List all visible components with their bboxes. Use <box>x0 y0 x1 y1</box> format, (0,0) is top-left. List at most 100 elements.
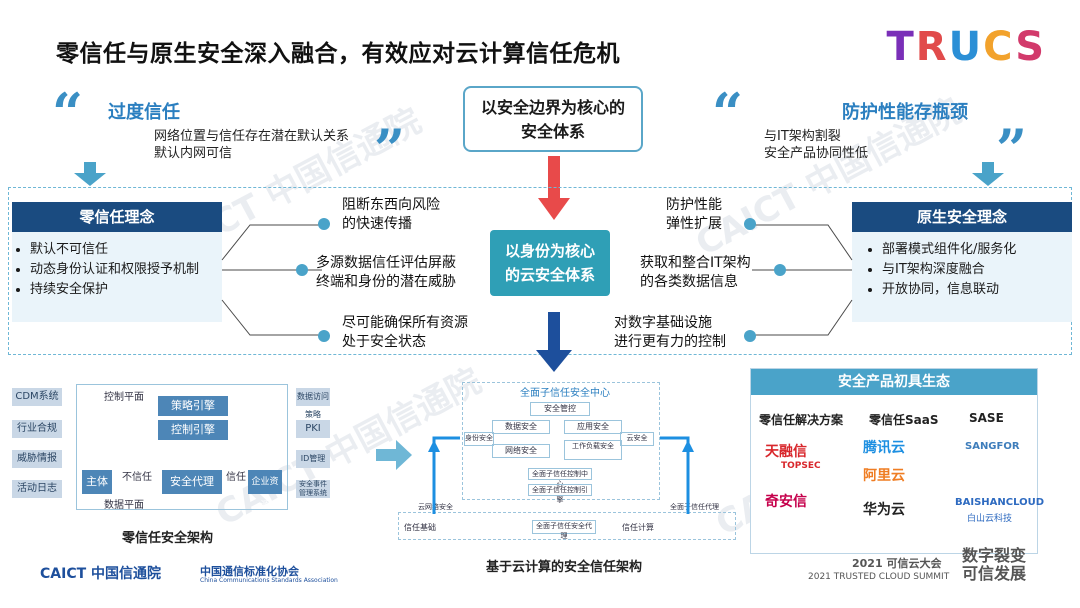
native-security-bullets: 部署模式组件化/服务化 与IT架构深度融合 开放协同，信息联动 <box>852 232 1072 300</box>
down-arrow-icon <box>74 162 106 186</box>
bullet-item: 部署模式组件化/服务化 <box>882 240 1072 260</box>
zt-right-input: 数据访问策略 <box>296 388 330 419</box>
open-quote-icon: “ <box>712 81 744 145</box>
zero-trust-concept-header: 零信任理念 <box>12 202 222 232</box>
event-cn: 2021 可信云大会 <box>852 557 942 570</box>
cloud-arch-arrows <box>428 436 694 514</box>
left-mid-1: 阻断东西向风险 的快速传播 <box>342 196 440 234</box>
perimeter-security-box: 以安全边界为核心的 安全体系 <box>463 86 643 152</box>
native-security-header: 原生安全理念 <box>852 202 1072 232</box>
zt-left-input: 威胁情报 <box>12 450 62 468</box>
connector-dot <box>744 218 756 230</box>
trusted-label: 信任 <box>226 472 246 483</box>
right-mid-3-a: 对数字基础设施 <box>614 315 712 331</box>
down-arrow-icon <box>972 162 1004 186</box>
cloud-module: 数据安全 <box>492 420 550 434</box>
trucs-logo: TRUCS <box>886 24 1046 70</box>
bullet-item: 开放协同，信息联动 <box>882 280 1072 300</box>
cloud-module: 云安全 <box>620 432 654 446</box>
policy-engine-box: 策略引擎 <box>158 396 228 416</box>
baishan-sub: 白山云科技 <box>967 514 1013 524</box>
over-trust-line-2: 默认内网可信 <box>154 146 233 161</box>
over-trust-heading: 过度信任 <box>108 102 180 123</box>
connector-dot <box>296 264 308 276</box>
event-en: 2021 TRUSTED CLOUD SUMMIT <box>808 572 950 582</box>
sangfor-logo: SANGFOR <box>965 441 1020 452</box>
blue-down-arrow-icon <box>536 312 572 372</box>
left-mid-3-a: 尽可能确保所有资源 <box>342 315 468 331</box>
caict-logo: CAICT 中国信通院 <box>40 566 162 582</box>
slogan: 数字裂变 可信发展 <box>962 547 1026 583</box>
zt-frame <box>76 384 288 510</box>
over-trust-line-1: 网络位置与信任存在潜在默认关系 <box>154 129 350 144</box>
connector-dot <box>744 330 756 342</box>
right-arrow-icon <box>376 440 412 470</box>
tencent-cloud-logo: 腾讯云 <box>863 440 905 456</box>
subject-box: 主体 <box>82 470 112 494</box>
cloud-bottom-proxy: 全面子信任安全代理 <box>532 520 596 540</box>
eco-col-saas: 零信任SaaS <box>869 413 939 427</box>
eco-col-zt: 零信任解决方案 <box>759 413 844 427</box>
zt-right-input: PKI <box>296 420 330 438</box>
right-mid-2-b: 的各类数据信息 <box>640 274 738 290</box>
eco-col-sase: SASE <box>969 411 1004 425</box>
cloud-module: 全面子信任控制引擎 <box>528 484 592 504</box>
bullet-item: 持续安全保护 <box>30 280 222 300</box>
ecosystem-header: 安全产品初具生态 <box>751 369 1037 395</box>
right-mid-2-a: 获取和整合IT架构 <box>640 255 751 271</box>
aliyun-logo: 阿里云 <box>863 468 905 484</box>
ccsa-logo: 中国通信标准化协会 <box>200 565 299 578</box>
policy-admin-box: 控制引擎 <box>158 420 228 440</box>
enterprise-resource-box: 企业资源 <box>248 470 282 511</box>
untrusted-label: 不信任 <box>122 472 152 483</box>
close-quote-icon: ” <box>374 117 406 181</box>
red-down-arrow-icon <box>538 156 570 220</box>
perimeter-line-1: 以安全边界为核心的 <box>480 98 625 117</box>
right-mid-1-b: 弹性扩展 <box>666 216 722 232</box>
left-mid-2: 多源数据信任评估屏蔽 终端和身份的潜在威胁 <box>316 254 456 292</box>
zt-left-input: 行业合规 <box>12 420 62 438</box>
brand-letter: R <box>915 24 949 70</box>
zero-trust-architecture: CDM系统 行业合规 威胁情报 活动日志 控制平面 策略引擎 控制引擎 主体 不… <box>12 384 330 514</box>
cloud-module: 安全管控 <box>530 402 590 416</box>
right-mid-3-b: 进行更有力的控制 <box>614 334 726 350</box>
zero-trust-bullets: 默认不可信任 动态身份认证和权限授予机制 持续安全保护 <box>12 232 222 300</box>
cloud-module: 网络安全 <box>492 444 550 458</box>
bullet-item: 默认不可信任 <box>30 240 222 260</box>
connector-dot <box>774 264 786 276</box>
cloud-module: 工作负载安全 <box>564 440 622 460</box>
right-mid-2: 获取和整合IT架构 的各类数据信息 <box>640 254 751 292</box>
brand-letter: U <box>948 24 984 70</box>
data-plane-label: 数据平面 <box>104 500 144 511</box>
topsec-logo: 天融信 <box>765 444 807 460</box>
bullet-item: 动态身份认证和权限授予机制 <box>30 260 222 280</box>
identity-core-line-1: 以身份为核心 <box>504 242 595 260</box>
close-quote-icon: ” <box>996 117 1028 181</box>
zt-right-input: 安全事件管理系统 <box>296 480 330 498</box>
baishan-logo: BAISHANCLOUD <box>955 497 1045 508</box>
cloud-bottom-frame <box>398 512 736 540</box>
qianxin-logo: 奇安信 <box>765 494 807 510</box>
identity-core-line-2: 的云安全体系 <box>504 266 595 284</box>
security-proxy-box: 安全代理 <box>162 470 222 494</box>
right-mid-1: 防护性能 弹性扩展 <box>666 196 722 234</box>
left-mid-3: 尽可能确保所有资源 处于安全状态 <box>342 314 468 352</box>
right-mid-3: 对数字基础设施 进行更有力的控制 <box>614 314 726 352</box>
left-mid-1-b: 的快速传播 <box>342 216 412 232</box>
zt-left-input: 活动日志 <box>12 480 62 498</box>
brand-letter: T <box>886 24 916 70</box>
connector-dot <box>318 330 330 342</box>
bullet-item: 与IT架构深度融合 <box>882 260 1072 280</box>
connector-dot <box>318 218 330 230</box>
perimeter-line-2: 安全体系 <box>520 122 585 141</box>
left-mid-2-a: 多源数据信任评估屏蔽 <box>316 255 456 271</box>
ccsa-en: China Communications Standards Associati… <box>200 577 338 584</box>
zero-trust-arch-caption: 零信任安全架构 <box>122 531 214 546</box>
native-security-concept-panel: 原生安全理念 部署模式组件化/服务化 与IT架构深度融合 开放协同，信息联动 <box>852 202 1072 322</box>
huawei-cloud-logo: 华为云 <box>863 502 905 518</box>
cloud-module: 应用安全 <box>564 420 622 434</box>
cloud-center-frame <box>462 382 660 500</box>
topsec-sub: TOPSEC <box>781 461 821 471</box>
zt-right-input: ID管理 <box>296 450 330 468</box>
left-mid-2-b: 终端和身份的潜在威胁 <box>316 274 456 290</box>
